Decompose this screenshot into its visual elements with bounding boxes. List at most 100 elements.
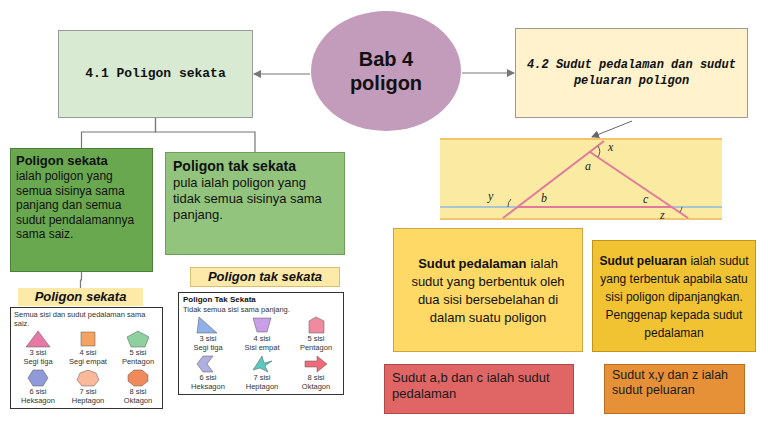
node-text: 3 sisi: [185, 335, 231, 344]
polygon-card: Poligon Tak SekataTidak semua sisi sama …: [178, 292, 344, 395]
base-line: [440, 206, 722, 208]
node-body: Heptagon: [65, 397, 111, 406]
connector: [462, 72, 514, 73]
node-body: Pentagon: [293, 344, 339, 353]
yellow-band: [440, 138, 722, 220]
polygon-cell: 8 sisiOktagon: [293, 355, 339, 391]
node-body: Heksagon: [185, 383, 231, 392]
angle-label: a: [585, 160, 591, 173]
node-text: Sudut pedalaman: [418, 256, 526, 271]
polygon-icon: [25, 369, 51, 387]
node-text: 3 sisi: [15, 349, 61, 358]
node-text: 7 sisi: [65, 388, 111, 397]
node-text: 4.2 Sudut pedalaman dan sudut peluaran p…: [522, 57, 741, 89]
node-text: Poligon tak sekata: [197, 269, 333, 285]
angle-label: y: [488, 190, 493, 203]
polygon-cell: 4 sisiSegi empat: [65, 330, 111, 366]
node-text: Poligon Tak Sekata: [183, 295, 339, 305]
band-edge: [440, 218, 722, 220]
node-body: Segi empat: [65, 358, 111, 367]
node-body: Pentagon: [115, 358, 161, 367]
node-text: 6 sisi: [15, 388, 61, 397]
definition-box: Poligon sekataialah poligon yang semua s…: [10, 148, 153, 272]
polygon-icon: [249, 316, 275, 334]
node-body: Heptagon: [239, 383, 285, 392]
polygon-cell: 7 sisiHeptagon: [65, 369, 111, 405]
node-body: ialah poligon yang semua sisinya sama pa…: [16, 169, 147, 242]
definition-box: Sudut pedalamanialah sudut yang berbentu…: [393, 228, 583, 352]
node-text: 7 sisi: [239, 374, 285, 383]
topic-box: 4.2 Sudut pedalaman dan sudut peluaran p…: [515, 28, 748, 118]
polygon-icon: [303, 316, 329, 334]
polygon-cell: 5 sisiPentagon: [115, 330, 161, 366]
angle-label: x: [608, 141, 613, 154]
central-ellipse: Bab 4 poligon: [310, 10, 462, 132]
node-text: Poligon sekata: [16, 153, 147, 169]
polygon-cell: 6 sisiHeksagon: [15, 369, 61, 405]
node-body: pula ialah poligon yang tidak semua sisi…: [173, 175, 337, 223]
triangle-side: [590, 152, 688, 218]
node-text: Sudut peluaran: [600, 254, 687, 268]
node-text: Sudut x,y dan z ialah sudut peluaran: [612, 368, 737, 398]
angle-arc: [680, 207, 682, 212]
example-box: Sudut x,y dan z ialah sudut peluaran: [604, 364, 745, 414]
node-body: Segi tiga: [185, 344, 231, 353]
polygon-cell: 5 sisiPentagon: [293, 316, 339, 352]
polygon-card: Semua sisi dan sudut pedalaman sama saiz…: [10, 307, 163, 409]
example-box: Sudut a,b dan c ialah sudut pedalaman: [384, 364, 574, 414]
angle-label: z: [660, 209, 665, 222]
polygon-icon: [25, 330, 51, 348]
node-text: Bab 4 poligon: [341, 47, 431, 95]
polygon-cell: 8 sisiOktagon: [115, 369, 161, 405]
node-text: 4 sisi: [239, 335, 285, 344]
text-wrap: Sudut pedalamanialah sudut yang berbentu…: [402, 254, 574, 326]
tag-label: Poligon sekata: [18, 288, 143, 306]
node-body: Sisi empat: [239, 344, 285, 353]
connector: [254, 73, 310, 74]
node-text: 8 sisi: [115, 388, 161, 397]
polygon-cell: 7 sisiHeptagon: [239, 355, 285, 391]
band-edge: [440, 138, 722, 140]
angle-arc: [598, 146, 600, 157]
node-text: 4.1 Poligon sekata: [85, 66, 225, 82]
polygon-cell: 3 sisiSegi tiga: [15, 330, 61, 366]
definition-box: Sudut peluaranialah sudut yang terbentuk…: [592, 240, 756, 352]
connector: [156, 118, 256, 152]
polygon-cell: 4 sisiSisi empat: [239, 316, 285, 352]
node-text: 4 sisi: [65, 349, 111, 358]
tag-label: Poligon tak sekata: [190, 267, 340, 287]
text-wrap: Sudut peluaranialah sudut yang terbentuk…: [599, 251, 749, 341]
definition-box: Poligon tak sekatapula ialah poligon yan…: [165, 152, 345, 255]
angle-label: b: [541, 192, 547, 205]
polygon-icon: [303, 355, 329, 373]
node-text: Semua sisi dan sudut pedalaman sama saiz…: [14, 310, 159, 328]
polygon-cell: 6 sisiHeksagon: [185, 355, 231, 391]
node-text: 5 sisi: [293, 335, 339, 344]
connector: [81, 272, 82, 288]
node-body: Heksagon: [15, 397, 61, 406]
polygon-icon: [75, 369, 101, 387]
angle-arc: [508, 199, 511, 207]
polygon-cell: 3 sisiSegi tiga: [185, 316, 231, 352]
leader-arrow: [592, 121, 632, 137]
node-body: Tidak semua sisi sama panjang.: [183, 305, 339, 314]
node-text: 5 sisi: [115, 349, 161, 358]
topic-box: 4.1 Poligon sekata: [58, 30, 253, 118]
node-text: Poligon sekata: [24, 289, 137, 305]
polygon-icon: [195, 355, 221, 373]
ellipse-shape: [310, 10, 462, 132]
node-text: Poligon tak sekata: [173, 158, 337, 175]
triangle-side: [518, 206, 672, 208]
polygon-icon: [125, 330, 151, 348]
polygon-icon: [75, 330, 101, 348]
polygon-icon: [125, 369, 151, 387]
node-body: Oktagon: [293, 383, 339, 392]
node-text: Sudut a,b dan c ialah sudut pedalaman: [392, 370, 566, 402]
node-body: Segi tiga: [15, 358, 61, 367]
node-body: Oktagon: [115, 397, 161, 406]
connector: [82, 118, 156, 148]
angle-label: c: [643, 193, 648, 206]
node-text: 6 sisi: [185, 374, 231, 383]
triangle-side: [503, 141, 604, 218]
node-text: 8 sisi: [293, 374, 339, 383]
